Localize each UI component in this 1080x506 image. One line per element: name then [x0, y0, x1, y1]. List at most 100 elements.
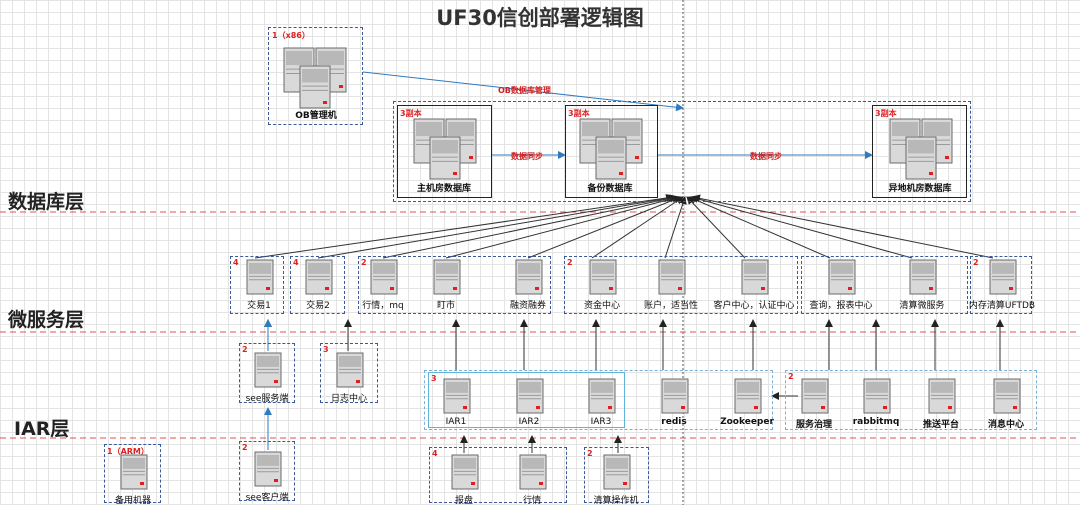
- sync-label-2: 数据同步: [750, 152, 782, 161]
- node-label: 内存清算UFTDB: [968, 301, 1036, 311]
- db-access-link-4: [445, 194, 680, 259]
- db-access-link-8: [686, 196, 746, 259]
- db-access-link-9: [688, 196, 831, 259]
- log-center-group[interactable]: 3: [320, 343, 378, 403]
- node-label: rabbitmq: [852, 417, 900, 427]
- ob-manage-link: [362, 71, 684, 112]
- db-access-link-10: [690, 195, 913, 259]
- group-tag: 3副本: [568, 109, 590, 118]
- iar-outer-frame: [424, 370, 773, 430]
- replica-group-remote[interactable]: 3副本: [872, 105, 967, 198]
- clear-op-group[interactable]: 2: [584, 447, 649, 503]
- layer-label-iar: IAR层: [14, 418, 70, 440]
- node-label: IAR3: [590, 417, 612, 427]
- server-icon: [862, 377, 892, 419]
- node-label: 备用机器: [114, 496, 151, 506]
- see-server-group[interactable]: 2: [239, 343, 295, 403]
- spare-machine-group[interactable]: 1（ARM）: [104, 444, 161, 503]
- server-icon: [450, 453, 480, 495]
- ms-group-uftdb[interactable]: 2: [970, 256, 1032, 314]
- node-label: see服务端: [245, 394, 289, 404]
- replica-group-main[interactable]: 3副本: [397, 105, 492, 198]
- node-label: 推送平台: [922, 420, 959, 430]
- node-label: 清算操作机: [593, 496, 639, 506]
- group-tag: 2: [361, 258, 367, 267]
- server-icon: [515, 377, 545, 419]
- node-label: 账户，适当性: [643, 301, 698, 311]
- node-label: 服务治理: [795, 420, 832, 430]
- server-icon: [927, 377, 957, 419]
- group-tag: 1（x86）: [272, 31, 310, 40]
- node-label: 主机房数据库: [416, 184, 471, 194]
- ms-group-trade1[interactable]: 4: [230, 256, 284, 314]
- server-icon: [245, 258, 275, 300]
- server-icon: [588, 258, 618, 300]
- server-icon: [587, 377, 617, 419]
- sync-label-1: 数据同步: [511, 152, 543, 161]
- db-cluster-frame: [393, 101, 971, 202]
- group-tag: 1（ARM）: [107, 447, 149, 456]
- node-label: redis: [661, 417, 687, 427]
- ob-machine-group[interactable]: 1（x86）: [268, 27, 363, 125]
- node-label: 报盘: [454, 496, 473, 506]
- node-label: 消息中心: [987, 420, 1024, 430]
- group-tag: 2: [242, 345, 248, 354]
- server-icon: [432, 258, 462, 300]
- ms-group-trade2[interactable]: 4: [290, 256, 345, 314]
- server-icon: [442, 377, 472, 419]
- db-access-link-2: [317, 194, 676, 259]
- node-label: 行情，mq: [362, 301, 404, 311]
- node-label: 查询，报表中心: [809, 301, 873, 311]
- group-tag: 3: [431, 374, 437, 383]
- node-label: 交易1: [247, 301, 271, 311]
- node-label: 客户中心，认证中心: [713, 301, 795, 311]
- server-icon: [335, 351, 365, 393]
- server-cluster-icon: [888, 117, 954, 185]
- server-cluster-icon: [282, 46, 348, 114]
- replica-group-backup[interactable]: 3副本: [565, 105, 658, 198]
- group-tag: 3副本: [400, 109, 422, 118]
- db-access-link-5: [527, 195, 682, 259]
- group-tag: 3副本: [875, 109, 897, 118]
- rep-group[interactable]: 4: [429, 447, 567, 503]
- node-label: 交易2: [306, 301, 330, 311]
- page-title: UF30信创部署逻辑图: [436, 6, 644, 30]
- node-label: 日志中心: [330, 394, 367, 404]
- iar-group[interactable]: 3: [428, 372, 625, 428]
- ms-group-report[interactable]: [801, 256, 968, 314]
- node-label: 资金中心: [583, 301, 620, 311]
- group-tag: 4: [293, 258, 299, 267]
- layer-label-db: 数据库层: [8, 191, 85, 213]
- db-access-link-7: [664, 196, 687, 259]
- group-tag: 3: [323, 345, 329, 354]
- node-label: 融资融券: [509, 301, 546, 311]
- server-cluster-icon: [578, 117, 644, 185]
- group-tag: 4: [233, 258, 239, 267]
- node-label: 行情: [522, 496, 541, 506]
- server-icon: [733, 377, 763, 419]
- ms-group-market[interactable]: 2: [358, 256, 551, 314]
- see-client-group[interactable]: 2: [239, 441, 295, 501]
- node-label: 异地机房数据库: [888, 184, 952, 194]
- group-tag: 2: [788, 372, 794, 381]
- server-cluster-icon: [412, 117, 478, 185]
- server-icon: [253, 450, 283, 492]
- node-label: OB管理机: [295, 111, 337, 121]
- ob-link-label: OB数据库管理: [498, 86, 551, 95]
- server-icon: [304, 258, 334, 300]
- server-icon: [660, 377, 690, 419]
- server-icon: [369, 258, 399, 300]
- server-icon: [992, 377, 1022, 419]
- node-label: 备份数据库: [587, 184, 633, 194]
- ms-group-account[interactable]: 2: [564, 256, 798, 314]
- group-tag: 2: [242, 443, 248, 452]
- server-icon: [908, 258, 938, 300]
- server-icon: [800, 377, 830, 419]
- group-tag: 2: [973, 258, 979, 267]
- node-label: 清算微服务: [899, 301, 945, 311]
- server-icon: [518, 453, 548, 495]
- right-infra-group[interactable]: 2: [785, 370, 1037, 430]
- layer-label-microservice: 微服务层: [8, 309, 85, 331]
